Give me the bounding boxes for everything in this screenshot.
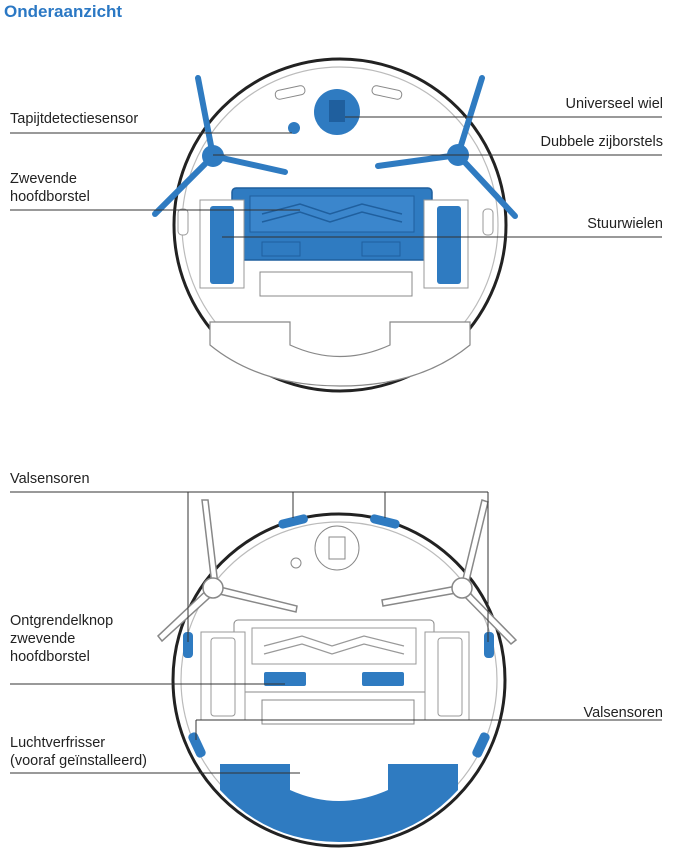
label-release-button-2: zwevende: [10, 631, 76, 647]
label-air-freshener-2: (vooraf geïnstalleerd): [10, 753, 148, 769]
air-freshener-icon: [220, 764, 458, 842]
label-drive-wheels: Stuurwielen: [587, 216, 663, 232]
label-release-button-1: Ontgrendelknop: [10, 613, 114, 629]
label-carpet-sensor: Tapijtdetectiesensor: [10, 111, 139, 127]
side-brush-left-icon: [152, 75, 288, 217]
label-universal-wheel: Universeel wiel: [565, 96, 663, 112]
release-button-icon: [362, 672, 404, 686]
release-button-icon: [264, 672, 306, 686]
label-floating-brush-2: hoofdborstel: [10, 189, 90, 205]
cliff-sensor-icon: [278, 514, 308, 529]
bottom-robot-view: [156, 499, 518, 848]
label-cliff-sensors-top: Valsensoren: [10, 471, 90, 487]
cliff-sensor-icon: [370, 514, 400, 529]
label-cliff-sensors-right: Valsensoren: [583, 705, 663, 721]
page-title: Onderaanzicht: [4, 2, 123, 21]
drive-wheel-left-icon: [210, 206, 234, 284]
top-robot-view: [152, 57, 518, 393]
label-release-button-3: hoofdborstel: [10, 649, 90, 665]
carpet-sensor-icon: [288, 122, 300, 134]
top-leader-lines: [10, 116, 662, 238]
label-air-freshener-1: Luchtverfrisser: [10, 735, 106, 751]
label-floating-brush-1: Zwevende: [10, 171, 77, 187]
label-side-brushes: Dubbele zijborstels: [540, 134, 663, 150]
drive-wheel-right-icon: [437, 206, 461, 284]
bottom-leader-lines: [10, 491, 662, 774]
